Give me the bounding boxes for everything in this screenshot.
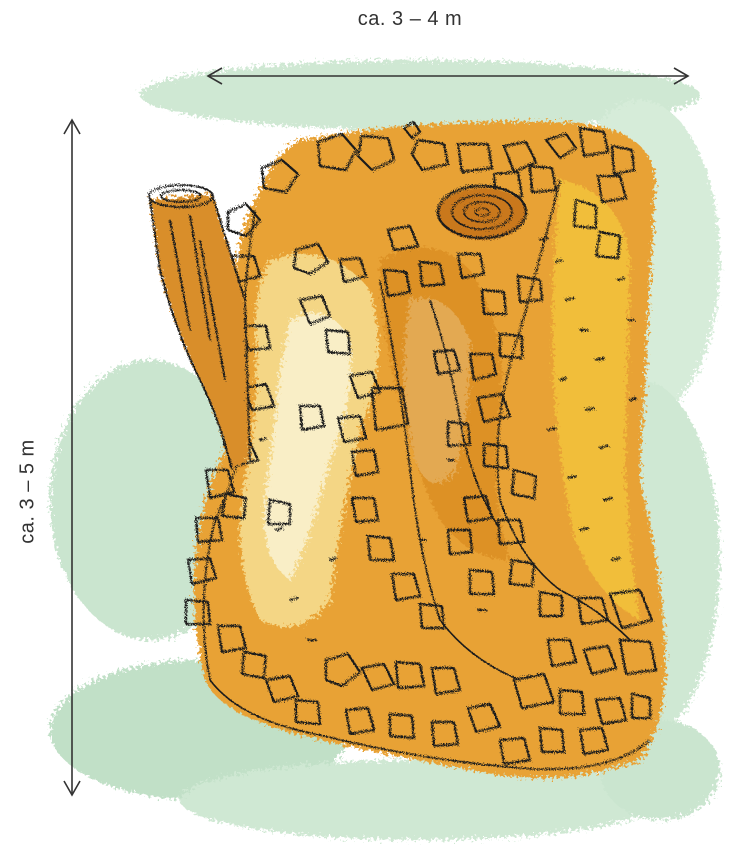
stump-icon [438, 186, 526, 240]
height-label: ca. 3 – 5 m [17, 412, 40, 572]
width-label: ca. 3 – 4 m [330, 8, 490, 31]
